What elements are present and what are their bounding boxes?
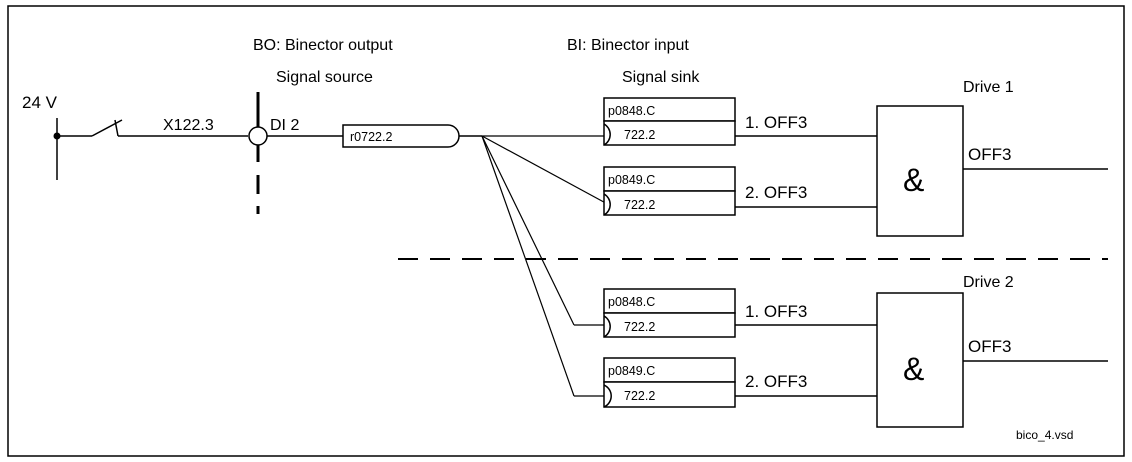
fan-wire-d2-s1 (481, 135, 575, 326)
sink-value-box (603, 312, 736, 338)
sink-connector (603, 384, 612, 408)
bo-title: BO: Binector output (253, 37, 393, 54)
bi-title: BI: Binector input (567, 37, 689, 54)
source-param: r0722.2 (350, 130, 392, 144)
sink-value: 722.2 (624, 389, 655, 403)
voltage-label: 24 V (22, 93, 58, 112)
sink-connector (603, 123, 611, 146)
drive-2-sink-1: p0848.C 722.2 1. OFF3 (603, 288, 877, 338)
fan-wire-d1-s2 (481, 135, 614, 208)
and-gate (876, 105, 964, 237)
sink-param: p0849.C (608, 364, 655, 378)
file-name: bico_4.vsd (1016, 428, 1073, 442)
sink-value: 722.2 (624, 198, 655, 212)
drive-1-sink-2: p0849.C 722.2 2. OFF3 (603, 166, 877, 216)
sink-param: p0849.C (608, 173, 655, 187)
fan-wire-d2-s2 (481, 135, 575, 397)
drive-1: Drive 1 p0848.C 722.2 1. OFF3 p0849.C 72… (603, 79, 1108, 237)
terminal-label: X122.3 (163, 117, 214, 134)
sink-signal: 2. OFF3 (745, 183, 807, 202)
di-label: DI 2 (270, 117, 299, 134)
gate-output-label: OFF3 (968, 145, 1011, 164)
sink-value-box (603, 381, 736, 408)
sink-signal: 1. OFF3 (745, 302, 807, 321)
di-circle (248, 126, 268, 146)
sink-signal: 1. OFF3 (745, 113, 807, 132)
sink-param: p0848.C (608, 295, 655, 309)
sink-signal: 2. OFF3 (745, 372, 807, 391)
sink-value: 722.2 (624, 320, 655, 334)
gate-output-label: OFF3 (968, 337, 1011, 356)
sink-value-box (603, 190, 736, 216)
drive-1-sink-1: p0848.C 722.2 1. OFF3 (603, 97, 877, 146)
sink-param: p0848.C (608, 104, 655, 118)
drive-2: Drive 2 p0848.C 722.2 1. OFF3 p0849.C 72… (603, 274, 1108, 428)
binector-output-box (342, 124, 460, 148)
sink-connector (603, 193, 611, 216)
sink-value: 722.2 (624, 128, 655, 142)
sink-value-box (603, 120, 736, 146)
and-symbol: & (903, 351, 924, 387)
and-gate (876, 292, 964, 428)
drive-2-label: Drive 2 (963, 274, 1014, 291)
bi-subtitle: Signal sink (622, 69, 700, 86)
drive-2-sink-2: p0849.C 722.2 2. OFF3 (603, 357, 877, 408)
bo-subtitle: Signal source (276, 69, 373, 86)
and-symbol: & (903, 162, 924, 198)
switch-contact (91, 119, 123, 137)
drive-1-label: Drive 1 (963, 79, 1014, 96)
switch-stop (114, 119, 119, 137)
sink-connector (603, 315, 611, 338)
